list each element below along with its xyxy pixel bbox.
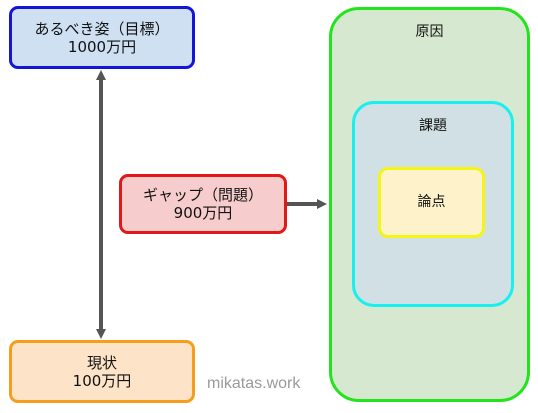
point-label: 論点: [417, 194, 446, 211]
cause-label: 原因: [415, 24, 444, 40]
current-state-value: 100万円: [72, 371, 132, 390]
gap-value: 900万円: [173, 204, 233, 222]
ideal-state-label: あるべき姿（目標）: [34, 19, 170, 38]
point-node: 論点: [378, 167, 485, 238]
ideal-state-value: 1000万円: [67, 37, 137, 56]
current-state-label: 現状: [86, 353, 117, 372]
gap-label: ギャップ（問題）: [142, 186, 263, 204]
issue-label: 課題: [419, 118, 447, 134]
watermark-text: mikatas.work: [207, 375, 301, 392]
ideal-state-node: あるべき姿（目標） 1000万円: [9, 6, 195, 69]
current-state-node: 現状 100万円: [9, 340, 195, 403]
gap-node: ギャップ（問題） 900万円: [119, 174, 287, 234]
